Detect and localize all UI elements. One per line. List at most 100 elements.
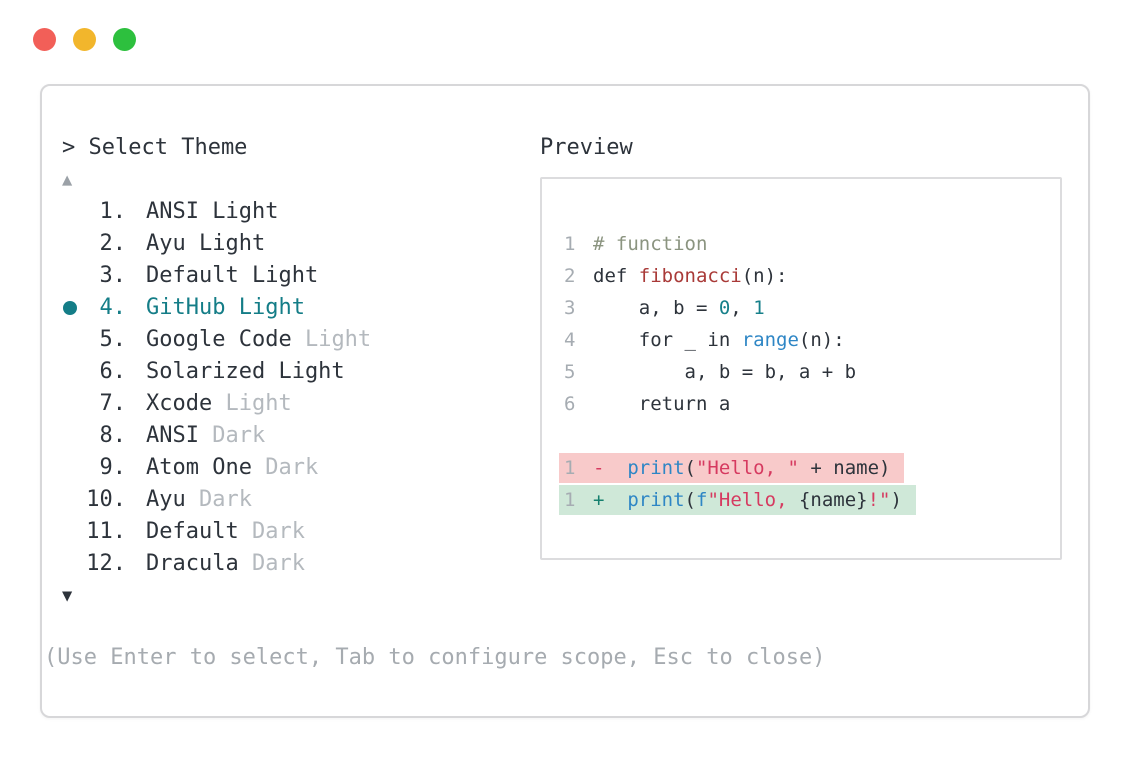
code-line-content: 2 def fibonacci(n): <box>564 261 787 291</box>
dialog-title: > Select Theme <box>62 135 248 160</box>
theme-name: Default Light <box>146 263 319 288</box>
theme-number: 5. <box>99 327 127 352</box>
line-number: 1 <box>564 457 576 479</box>
code-line-content: 6 return a <box>564 389 730 419</box>
code-token: + name <box>798 457 880 479</box>
line-number: 2 <box>564 265 576 287</box>
code-line-content: 1- print("Hello, " + name) <box>559 453 905 483</box>
theme-name: ANSI Light <box>146 199 279 224</box>
theme-item-ayu-light[interactable]: 2.Ayu Light <box>62 228 512 260</box>
code-token: ( <box>684 457 696 479</box>
traffic-light-maximize[interactable] <box>113 28 136 51</box>
line-number: 1 <box>564 489 576 511</box>
theme-item-xcode[interactable]: 7.Xcode Light <box>62 388 512 420</box>
code-token: ) <box>890 489 902 511</box>
theme-name: ANSI <box>146 423 199 448</box>
selected-bullet-icon <box>63 365 77 379</box>
help-text: (Use Enter to select, Tab to configure s… <box>44 645 826 670</box>
theme-item-atom-one[interactable]: 9.Atom One Dark <box>62 452 512 484</box>
theme-name: Atom One <box>146 455 252 480</box>
scroll-down-icon[interactable]: ▼ <box>62 586 73 606</box>
code-token: f <box>695 489 708 511</box>
theme-name: Default <box>146 519 239 544</box>
code-line: 6 return a <box>564 388 1060 420</box>
line-number: 4 <box>564 329 576 351</box>
theme-number: 3. <box>99 263 127 288</box>
theme-item-default[interactable]: 11.Default Dark <box>62 516 512 548</box>
selected-bullet-icon <box>63 333 77 347</box>
diff-removed-line: 1- print("Hello, " + name) <box>559 452 1060 484</box>
code-token: fibonacci <box>638 265 742 287</box>
code-line-content <box>564 421 604 451</box>
code-token: {name} <box>798 489 868 511</box>
theme-name: Ayu <box>146 487 186 512</box>
theme-number: 12. <box>86 551 126 576</box>
theme-item-ayu[interactable]: 10. Ayu Dark <box>62 484 512 516</box>
theme-picker-dialog: > Select Theme ▲ 1. ANSI Light 2.Ayu Light… <box>40 84 1090 718</box>
code-line: 5 a, b = b, a + b <box>564 356 1060 388</box>
code-line: 4 for _ in range(n): <box>564 324 1060 356</box>
code-line-content: 3 a, b = 0, 1 <box>564 293 765 323</box>
code-token: - <box>593 457 628 479</box>
code-line <box>564 420 1060 452</box>
selected-bullet-icon <box>63 429 77 443</box>
theme-number: 10. <box>86 487 126 512</box>
theme-list: 1. ANSI Light 2.Ayu Light 3. Default Light 4.… <box>62 196 512 580</box>
selected-bullet-icon <box>63 269 77 283</box>
code-line-content: 4 for _ in range(n): <box>564 325 845 355</box>
theme-variant-label: Dark <box>238 551 305 576</box>
theme-item-ansi[interactable]: 8. ANSI Dark <box>62 420 512 452</box>
selected-bullet-icon <box>63 461 77 475</box>
line-number: 3 <box>564 297 576 319</box>
line-number: 6 <box>564 393 576 415</box>
code-token: + <box>593 489 628 511</box>
theme-number: 1. <box>99 199 127 224</box>
traffic-light-minimize[interactable] <box>73 28 96 51</box>
code-token: # function <box>593 233 708 255</box>
theme-name: Ayu Light <box>146 231 266 256</box>
code-line: 3 a, b = 0, 1 <box>564 292 1060 324</box>
code-token: print <box>627 489 685 511</box>
theme-number: 6. <box>99 359 127 384</box>
theme-name: Google Code <box>146 327 292 352</box>
theme-item-solarized-light[interactable]: 6.Solarized Light <box>62 356 512 388</box>
code-token: def <box>593 265 639 287</box>
theme-variant-label: Dark <box>198 423 266 448</box>
theme-selector: > Select Theme ▲ 1. ANSI Light 2.Ayu Light… <box>62 132 512 612</box>
theme-item-default-light[interactable]: 3. Default Light <box>62 260 512 292</box>
theme-item-google-code[interactable]: 5. Google Code Light <box>62 324 512 356</box>
code-token: (n): <box>741 265 788 287</box>
traffic-light-close[interactable] <box>33 28 56 51</box>
code-token: 0 <box>718 297 731 319</box>
selected-bullet-icon <box>63 493 77 507</box>
code-token: return a <box>593 393 731 415</box>
code-line-content: 5 a, b = b, a + b <box>564 357 856 387</box>
theme-item-github-light[interactable]: 4.GitHub Light <box>62 292 512 324</box>
theme-variant-label: Dark <box>185 487 252 512</box>
selected-bullet-icon <box>63 525 77 539</box>
code-token: (n): <box>798 329 845 351</box>
theme-variant-label: Dark <box>238 519 305 544</box>
theme-variant-label: Light <box>291 327 372 352</box>
code-token: a, b = <box>593 297 719 319</box>
scroll-up-icon[interactable]: ▲ <box>62 170 73 190</box>
code-token: ) <box>879 457 891 479</box>
code-line-content: 1 # function <box>564 229 707 259</box>
theme-variant-label: Dark <box>251 455 319 480</box>
line-number: 1 <box>564 233 576 255</box>
theme-number: 8. <box>99 423 127 448</box>
code-token: print <box>627 457 685 479</box>
window-controls <box>33 28 136 51</box>
code-token: range <box>741 329 799 351</box>
code-line: 1 # function <box>564 228 1060 260</box>
code-token: ( <box>684 489 696 511</box>
theme-variant-label: Light <box>212 391 292 416</box>
theme-item-ansi-light[interactable]: 1. ANSI Light <box>62 196 512 228</box>
theme-number: 4. <box>99 295 127 320</box>
line-number: 5 <box>564 361 576 383</box>
theme-item-dracula[interactable]: 12.Dracula Dark <box>62 548 512 580</box>
theme-name: Xcode <box>146 391 213 416</box>
code-token: 1 <box>753 297 765 319</box>
code-line-content: 1+ print(f"Hello, {name}!") <box>559 485 916 515</box>
